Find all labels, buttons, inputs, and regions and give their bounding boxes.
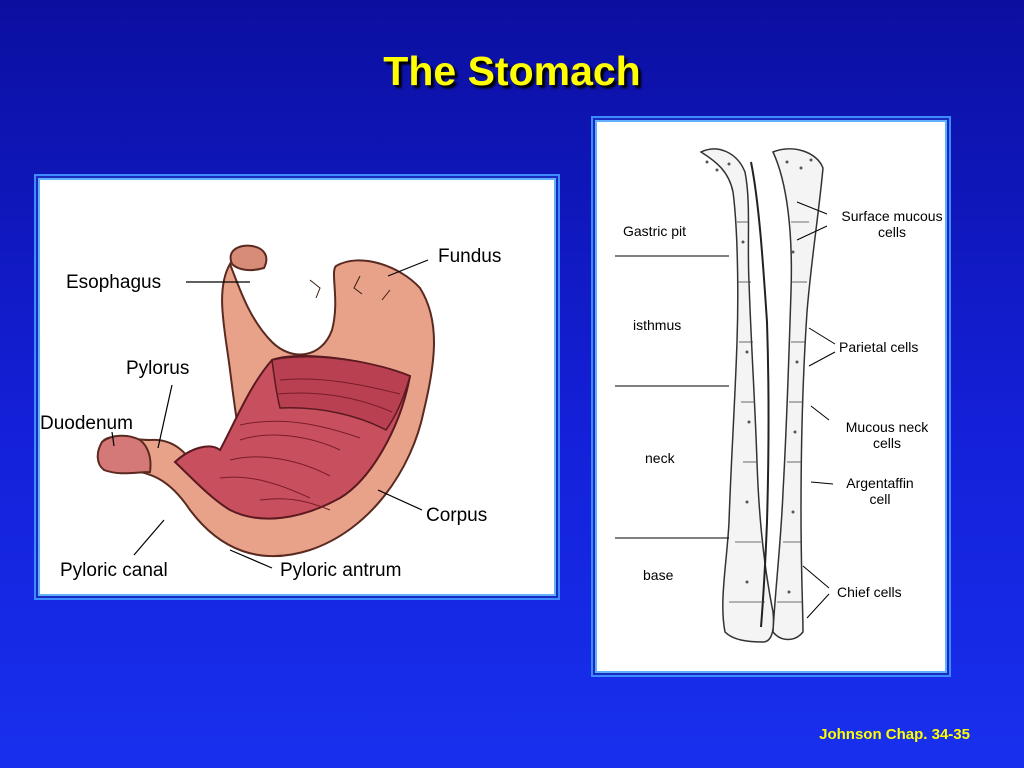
cell-boundaries xyxy=(729,221,809,603)
label-surface-mucous-line1: Surface mucous xyxy=(841,208,943,224)
gastric-gland-panel: Gastric pit isthmus neck base Surface mu… xyxy=(595,120,947,673)
gland-lumen xyxy=(750,161,770,628)
label-mucous-neck-line2: cells xyxy=(872,435,901,451)
label-argentaffin-line1: Argentaffin xyxy=(846,475,914,491)
label-pylorus: Pylorus xyxy=(126,358,190,379)
leader-lines xyxy=(111,259,429,569)
region-dividers xyxy=(615,255,729,539)
label-duodenum: Duodenum xyxy=(40,413,133,434)
slide-title: The Stomach xyxy=(383,48,641,94)
label-corpus: Corpus xyxy=(426,505,488,526)
label-mucous-neck-line1: Mucous neck xyxy=(845,419,929,435)
gland-leader-lines xyxy=(796,201,836,619)
label-base: base xyxy=(643,567,674,583)
gastric-gland-illustration xyxy=(615,148,836,643)
label-neck: neck xyxy=(645,450,675,466)
cell-stipple xyxy=(705,158,813,594)
esophagus-tube xyxy=(229,244,268,272)
gland-tube xyxy=(699,148,775,643)
label-argentaffin-line2: cell xyxy=(869,491,891,507)
stomach-illustration xyxy=(96,244,435,569)
label-argentaffin: Argentaffin cell xyxy=(835,475,925,507)
muscle-layer xyxy=(271,356,411,431)
label-fundus: Fundus xyxy=(438,246,502,267)
stomach-diagram-panel: Esophagus Fundus Pylorus Duodenum Corpus… xyxy=(38,178,556,596)
slide-footer: Johnson Chap. 34-35 xyxy=(819,726,970,743)
label-chief: Chief cells xyxy=(837,584,902,600)
label-gastric-pit: Gastric pit xyxy=(623,223,687,239)
surface-vessels xyxy=(309,275,391,301)
label-pyloric-antrum: Pyloric antrum xyxy=(280,560,402,581)
label-isthmus: isthmus xyxy=(633,317,682,333)
rugae-folds xyxy=(219,378,401,511)
label-mucous-neck: Mucous neck cells xyxy=(833,419,941,451)
label-pyloric-canal: Pyloric canal xyxy=(60,560,168,581)
label-esophagus: Esophagus xyxy=(66,272,162,293)
label-surface-mucous-line2: cells xyxy=(877,224,906,240)
label-surface-mucous: Surface mucous cells xyxy=(829,208,955,240)
gland-tube-right xyxy=(771,148,824,641)
label-parietal: Parietal cells xyxy=(839,339,919,355)
duodenum-stub xyxy=(96,434,152,475)
